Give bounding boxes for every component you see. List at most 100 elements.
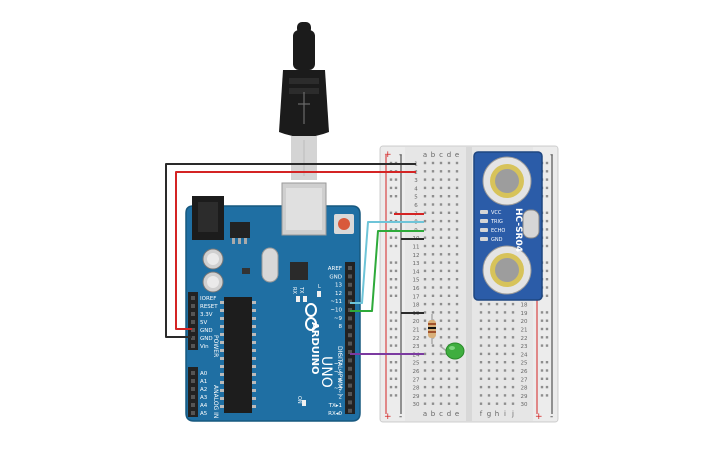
header-pin: [191, 371, 195, 375]
bb-rail-hole: [545, 236, 549, 239]
chip-leg: [252, 357, 256, 360]
bb-rail-hole: [389, 311, 393, 314]
bb-rail-hole: [545, 327, 549, 331]
bb-hole: [455, 369, 459, 372]
row-number-right: 25: [521, 361, 528, 367]
bb-rail-hole: [389, 369, 393, 372]
row-number-left: 27: [413, 377, 420, 383]
pin-label: A5: [200, 411, 208, 417]
chip-leg: [252, 317, 256, 320]
pin-label: GND: [200, 328, 213, 334]
row-number-left: 11: [413, 245, 420, 251]
bb-hole: [423, 170, 427, 173]
bb-hole: [439, 278, 443, 281]
col-a-top: a: [423, 151, 427, 159]
row-number-left: 18: [413, 303, 420, 309]
bb-hole: [431, 394, 435, 397]
bb-hole: [431, 385, 435, 389]
chip-leg: [252, 333, 256, 336]
bb-hole: [503, 361, 507, 364]
bb-rail-hole: [545, 170, 549, 173]
bb-hole: [439, 327, 443, 331]
bb-hole: [439, 244, 443, 248]
bb-hole: [431, 261, 435, 264]
bb-hole: [423, 269, 427, 273]
bb-hole: [431, 178, 435, 181]
chip-leg: [252, 373, 256, 376]
resistor: [428, 314, 436, 344]
header-pin: [191, 328, 195, 332]
bb-hole: [487, 327, 491, 331]
col-c-top: c: [439, 151, 443, 159]
bb-hole: [439, 211, 443, 214]
bb-hole: [455, 385, 459, 389]
bb-hole: [479, 402, 483, 405]
bb-hole: [495, 369, 499, 372]
bb-hole: [511, 361, 515, 364]
row-number-left: 23: [413, 344, 420, 350]
wires: [165, 163, 424, 355]
bb-hole: [495, 344, 499, 347]
row-number-right: 24: [521, 352, 528, 358]
bb-hole: [455, 302, 459, 306]
header-pins: [191, 266, 352, 415]
chip-leg: [252, 381, 256, 384]
pin-label: 4: [339, 378, 343, 384]
bb-rail-hole: [545, 361, 549, 364]
header-pin: [348, 366, 352, 371]
bb-rail-hole: [394, 211, 398, 214]
row-number-left: 5: [414, 195, 418, 201]
bb-rail-hole: [540, 336, 544, 339]
bb-hole: [479, 369, 483, 372]
bb-hole: [455, 377, 459, 380]
bb-rail-hole: [389, 211, 393, 214]
sensor-pin-trig: TRIG: [490, 219, 503, 225]
bb-hole: [423, 311, 427, 314]
bb-hole: [455, 327, 459, 331]
bb-hole: [447, 377, 451, 380]
bb-hole: [439, 186, 443, 190]
chip-leg: [220, 357, 224, 360]
bb-rail-hole: [545, 211, 549, 214]
bb-hole: [447, 319, 451, 322]
bb-hole: [455, 294, 459, 297]
row-number-left: 3: [414, 178, 418, 184]
rail-minus-bottom-left: -: [399, 412, 402, 422]
header-pin: [348, 392, 352, 396]
pin-label: 7: [339, 353, 343, 359]
bb-hole: [503, 311, 507, 314]
bb-hole: [423, 294, 427, 297]
bb-hole: [447, 369, 451, 372]
bb-rail-hole: [545, 269, 549, 273]
bb-hole: [447, 253, 451, 256]
chip-leg: [252, 301, 256, 304]
bb-rail-hole: [389, 385, 393, 389]
bb-rail-hole: [540, 311, 544, 314]
bb-rail-hole: [545, 219, 549, 223]
chip-leg: [220, 309, 224, 312]
bb-rail-hole: [545, 278, 549, 281]
bb-rail-hole: [394, 361, 398, 364]
bb-hole: [503, 385, 507, 389]
bb-hole: [423, 244, 427, 248]
bb-hole: [479, 327, 483, 331]
chip-leg: [252, 309, 256, 312]
row-number-right: 30: [521, 402, 528, 408]
bb-hole: [439, 344, 443, 347]
bb-hole: [423, 361, 427, 364]
rail-minus-top-left: -: [399, 150, 402, 160]
header-pin: [191, 304, 195, 308]
sensor-pin-vcc: VCC: [491, 210, 502, 216]
bb-rail-hole: [545, 244, 549, 248]
chip-leg: [252, 405, 256, 408]
bb-hole: [455, 195, 459, 198]
pin-label: TX▸1: [328, 403, 342, 409]
bb-hole: [487, 302, 491, 306]
bb-hole: [455, 244, 459, 248]
bb-hole: [511, 344, 515, 347]
pin-label: 3.3V: [200, 312, 213, 318]
bb-hole: [455, 228, 459, 231]
header-pin: [348, 341, 352, 346]
